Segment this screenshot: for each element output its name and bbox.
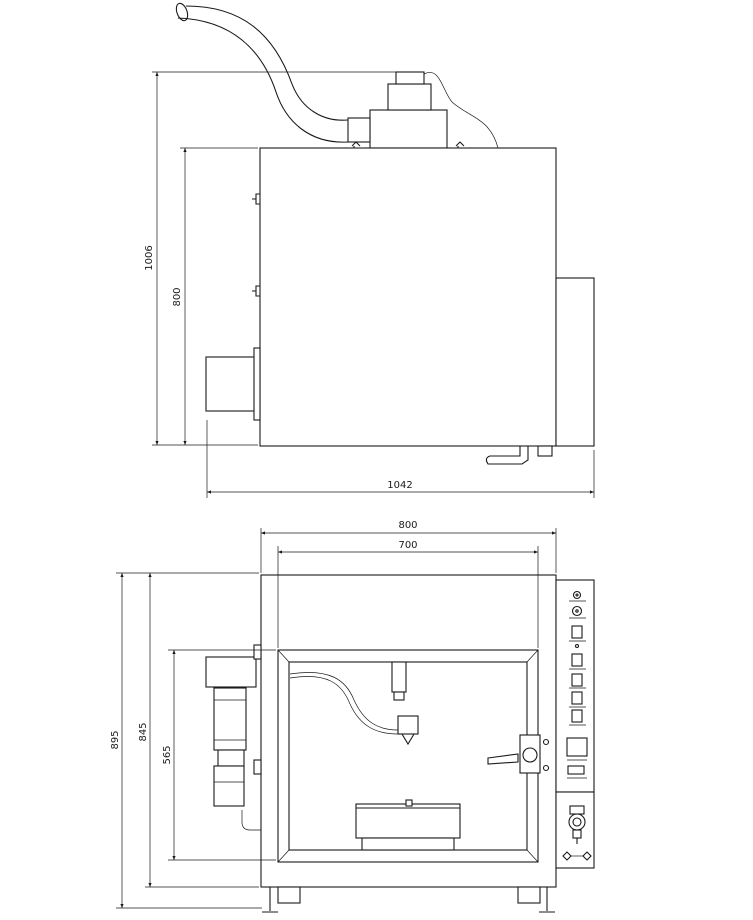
counter-display	[567, 765, 585, 775]
pressure-regulator[interactable]	[562, 805, 592, 861]
dim-front-total-height: 895	[110, 730, 121, 749]
power-indicator-icon[interactable]	[572, 590, 582, 600]
side-motor-box	[205, 356, 257, 412]
hose-end	[175, 2, 189, 22]
dim-front-inner-width: 700	[398, 540, 417, 551]
dim-front-outer-width: 800	[398, 520, 417, 531]
motor-top	[387, 83, 432, 111]
dim-side-total-depth: 1042	[387, 480, 412, 491]
nozzle-holder	[391, 661, 407, 693]
dim-front-window-height: 565	[162, 745, 173, 764]
switch-2[interactable]	[571, 653, 583, 667]
motor-housing	[369, 109, 448, 149]
switch-3[interactable]	[571, 673, 583, 687]
door-handle-front[interactable]	[487, 753, 519, 765]
foot-right	[517, 886, 541, 904]
door-hinge-plate[interactable]	[519, 734, 541, 774]
side-view: 1006 800 1042	[144, 2, 595, 498]
burner-head	[397, 715, 419, 735]
timer-display	[566, 737, 588, 757]
switch-4[interactable]	[571, 691, 583, 705]
foot-left	[277, 886, 301, 904]
outlet-arrow-icon	[582, 851, 592, 861]
dim-side-cabinet-height: 800	[172, 287, 183, 306]
rear-box	[555, 277, 595, 447]
dim-side-total-height: 1006	[144, 245, 155, 270]
sample-platform	[355, 803, 461, 839]
ignition-knob-icon[interactable]	[571, 605, 583, 617]
switch-1[interactable]	[571, 625, 583, 639]
hose-coupling	[347, 117, 371, 143]
power-cable	[423, 72, 499, 149]
front-view: 800 700 895 845 565	[110, 520, 595, 913]
exhaust-hose	[177, 17, 349, 143]
door-handle-side	[485, 446, 529, 465]
cabinet-body-side	[259, 147, 557, 447]
gas-tube	[289, 672, 399, 731]
switch-5[interactable]	[571, 709, 583, 723]
panel-controls	[566, 590, 588, 779]
front-motor-top	[205, 656, 257, 688]
dim-front-frame-height: 845	[138, 722, 149, 741]
